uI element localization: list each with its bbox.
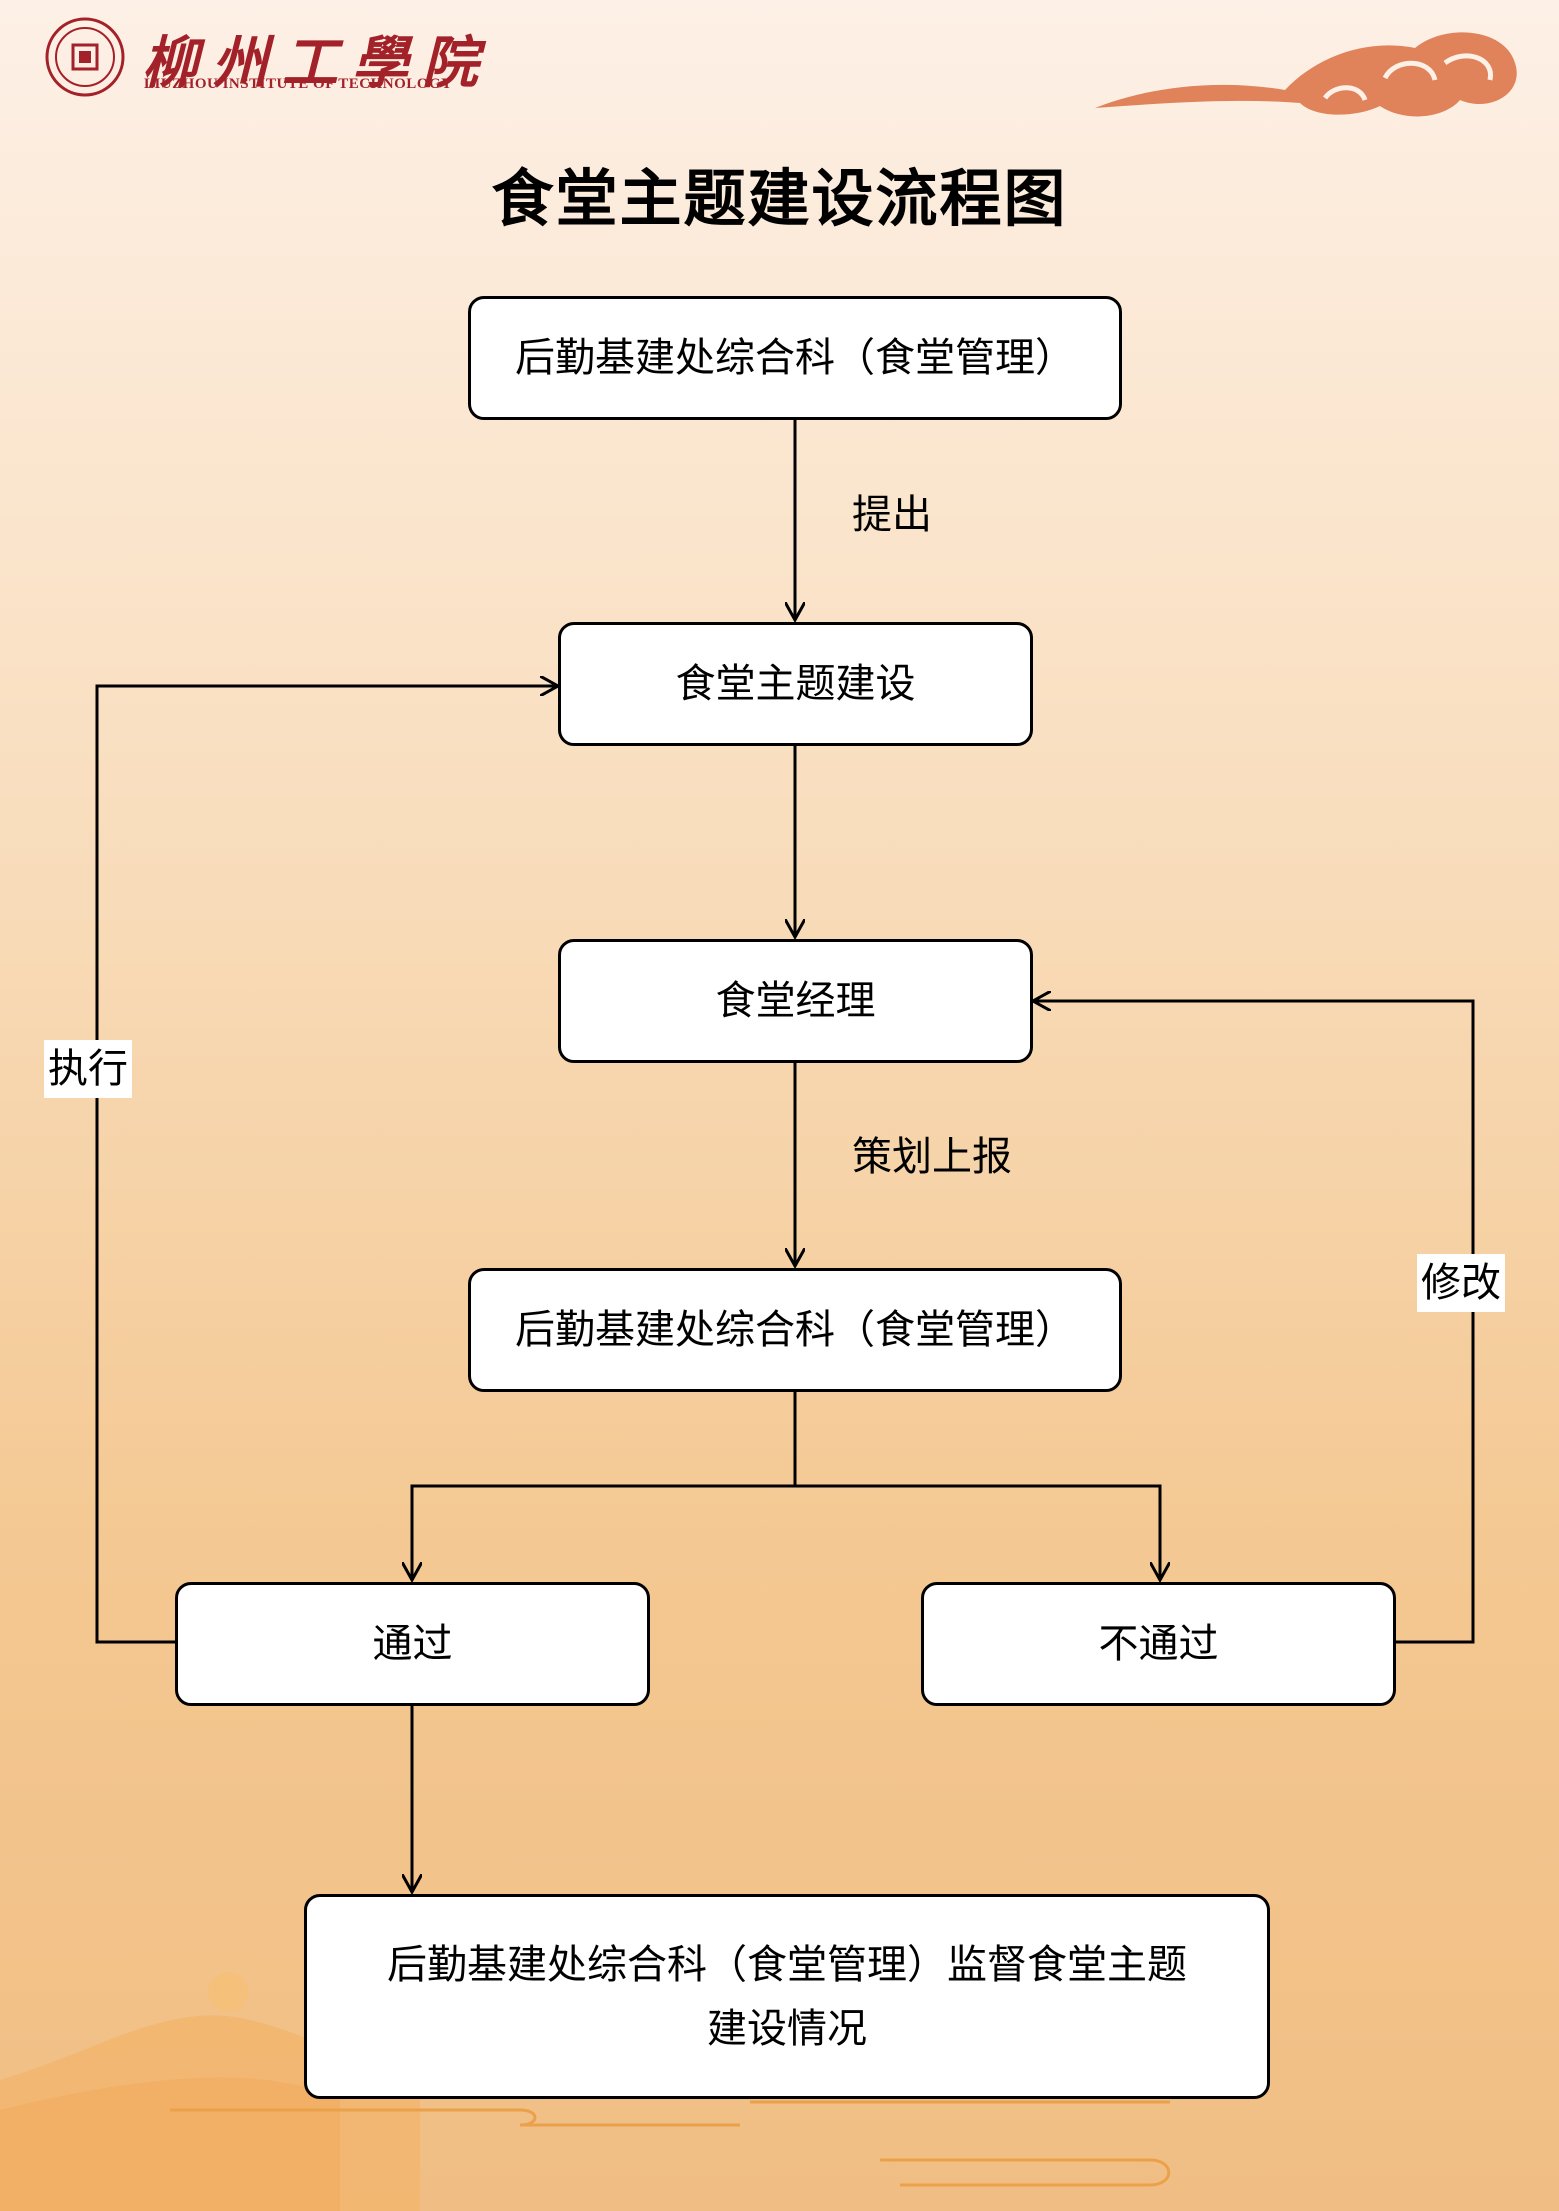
edge-label-plan: 策划上报 bbox=[852, 1134, 1012, 1180]
node-supervise: 后勤基建处综合科（食堂管理）监督食堂主题 建设情况 bbox=[304, 1894, 1270, 2099]
node-pass: 通过 bbox=[175, 1582, 650, 1706]
edge-review-to-pass bbox=[412, 1484, 795, 1580]
edge-execute-loop bbox=[95, 686, 558, 1644]
node-canteen-theme-build: 食堂主题建设 bbox=[558, 622, 1033, 746]
logo-english-name: LIUZHOU INSTITUTE OF TECHNOLOGY bbox=[144, 76, 453, 92]
node-supervise-line1: 后勤基建处综合科（食堂管理）监督食堂主题 bbox=[387, 1941, 1187, 1988]
auspicious-cloud-icon bbox=[1095, 32, 1517, 117]
edge-label-submit: 提出 bbox=[852, 492, 932, 538]
edge-label-revise: 修改 bbox=[1417, 1254, 1505, 1312]
edge-revise-loop bbox=[1033, 1001, 1475, 1644]
node-review-logistics-office: 后勤基建处综合科（食堂管理） bbox=[468, 1268, 1122, 1392]
edge-review-to-fail bbox=[795, 1484, 1160, 1580]
node-fail: 不通过 bbox=[921, 1582, 1396, 1706]
logo-chinese-name: 柳州工學院 bbox=[142, 30, 492, 96]
school-seal-icon bbox=[45, 17, 125, 97]
edge-label-execute: 执行 bbox=[44, 1040, 132, 1098]
node-canteen-manager: 食堂经理 bbox=[558, 939, 1033, 1063]
node-supervise-line2: 建设情况 bbox=[707, 2005, 867, 2052]
page-title: 食堂主题建设流程图 bbox=[491, 162, 1068, 235]
node-start-logistics-office: 后勤基建处综合科（食堂管理） bbox=[468, 296, 1122, 420]
